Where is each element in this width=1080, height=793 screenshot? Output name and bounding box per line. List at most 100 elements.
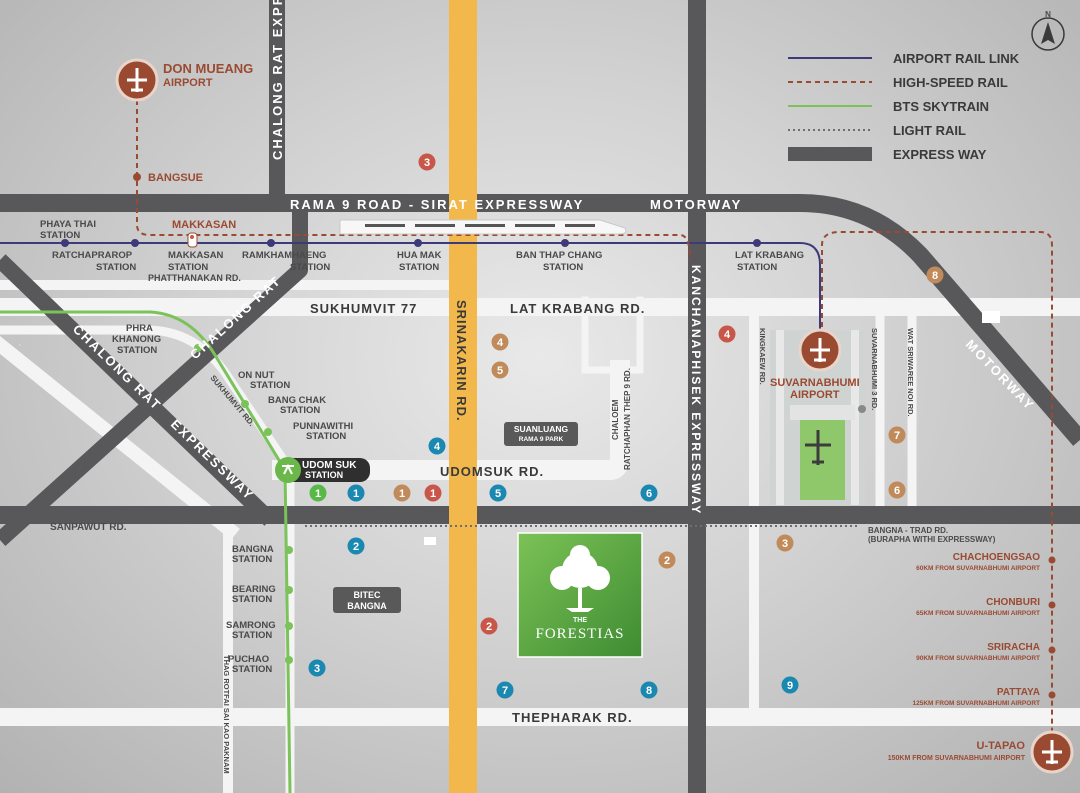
suvarnabhumi-sub-label: AIRPORT xyxy=(790,389,840,401)
motorway-label: MOTORWAY xyxy=(650,197,742,212)
poi-marker-number: 7 xyxy=(894,430,900,442)
hua-mak-station-word: STATION xyxy=(399,262,439,273)
on-nut-label: ON NUT xyxy=(238,370,275,381)
bangsue-label: BANGSUE xyxy=(148,172,203,184)
poi-marker-number: 1 xyxy=(399,488,405,500)
suvarnabhumi3-label: SUVARNABHUMI 3 RD. xyxy=(870,328,879,410)
destination-name: SRIRACHA xyxy=(987,642,1040,653)
poi-marker-number: 2 xyxy=(353,541,359,553)
rama9-label: RAMA 9 ROAD - SIRAT EXPRESSWAY xyxy=(290,197,584,212)
poi-marker[interactable] xyxy=(480,617,498,635)
poi-marker[interactable] xyxy=(718,325,736,343)
bearing-label: BEARING xyxy=(232,584,276,595)
destination-distance: 125KM FROM SUVARNABHUMI AIRPORT xyxy=(913,700,1041,707)
legend-label: BTS SKYTRAIN xyxy=(893,99,989,114)
rail-stations xyxy=(61,173,866,664)
don-mueang-airport: DON MUEANG AIRPORT xyxy=(115,58,253,102)
bitec-bangna: BITEC BANGNA xyxy=(333,587,401,613)
the-forestias-block: THE FORESTIAS xyxy=(517,532,643,658)
poi-marker[interactable] xyxy=(658,551,676,569)
hua-mak-label: HUA MAK xyxy=(397,250,442,261)
poi-marker-number: 3 xyxy=(314,663,320,675)
poi-marker[interactable] xyxy=(489,484,507,502)
makkasan-hs-label: MAKKASAN xyxy=(172,219,236,231)
punnawithi-station-word: STATION xyxy=(306,431,346,442)
poi-marker[interactable] xyxy=(418,153,436,171)
tree-icon xyxy=(550,545,610,612)
phra-khanong-label-1: PHRA xyxy=(126,323,153,334)
poi-marker[interactable] xyxy=(888,426,906,444)
udomsuk-label: UDOMSUK RD. xyxy=(440,464,544,479)
ban-thap-chang-label: BAN THAP CHANG xyxy=(516,250,602,261)
thepharak-label: THEPHARAK RD. xyxy=(512,710,633,725)
ban-thap-chang-station-word: STATION xyxy=(543,262,583,273)
puchao-label: PUCHAO xyxy=(228,654,269,665)
poi-marker[interactable] xyxy=(424,484,442,502)
airplane-icon xyxy=(1042,740,1062,764)
destination-distance: 60KM FROM SUVARNABHUMI AIRPORT xyxy=(916,565,1040,572)
poi-marker[interactable] xyxy=(496,681,514,699)
poi-marker[interactable] xyxy=(347,484,365,502)
sukhumvit77-label: SUKHUMVIT 77 xyxy=(310,301,417,316)
poi-marker[interactable] xyxy=(491,361,509,379)
legend-label: LIGHT RAIL xyxy=(893,123,966,138)
poi-marker[interactable] xyxy=(640,484,658,502)
kingkaew-label: KINGKAEW RD. xyxy=(758,328,767,385)
high-speed-rail xyxy=(136,100,1053,745)
poi-marker-number: 2 xyxy=(486,621,492,633)
poi-marker[interactable] xyxy=(926,266,944,284)
poi-marker-number: 8 xyxy=(646,685,652,697)
sanpawut-label: SANPAWUT RD. xyxy=(50,522,127,533)
destination-dot xyxy=(1048,646,1056,654)
airport-rail-link-line xyxy=(0,242,821,345)
poi-marker-number: 7 xyxy=(502,685,508,697)
loop-road xyxy=(581,296,644,374)
poi-marker-number: 4 xyxy=(497,337,504,349)
building-icon xyxy=(982,311,1000,323)
destination-dot xyxy=(1048,691,1056,699)
compass-north-label: N xyxy=(1045,10,1051,19)
poi-marker[interactable] xyxy=(491,333,509,351)
udomsuk-road xyxy=(272,360,630,480)
poi-marker[interactable] xyxy=(640,681,658,699)
poi-marker-number: 1 xyxy=(353,488,359,500)
poi-marker[interactable] xyxy=(776,534,794,552)
u-tapao-sub-label: 150KM FROM SUVARNABHUMI AIRPORT xyxy=(888,755,1026,762)
rama9-motorway xyxy=(0,194,1080,446)
u-tapao-airport: U-TAPAO 150KM FROM SUVARNABHUMI AIRPORT xyxy=(888,730,1074,774)
poi-marker-number: 6 xyxy=(894,485,900,497)
poi-marker[interactable] xyxy=(347,537,365,555)
destinations: CHACHOENGSAO 60KM FROM SUVARNABHUMI AIRPO… xyxy=(913,552,1056,707)
suanluang-label: SUANLUANG xyxy=(514,424,569,434)
destination-distance: 65KM FROM SUVARNABHUMI AIRPORT xyxy=(916,610,1040,617)
destination-name: PATTAYA xyxy=(997,687,1040,698)
runway-plane-icon xyxy=(805,430,831,465)
rama9-park-label: RAMA 9 PARK xyxy=(519,436,564,443)
destination-name: CHACHOENGSAO xyxy=(953,552,1040,563)
destination-distance: 90KM FROM SUVARNABHUMI AIRPORT xyxy=(916,655,1040,662)
hs-rail-west xyxy=(136,100,691,261)
poi-marker[interactable] xyxy=(888,481,906,499)
srinakarin-label: SRINAKARIN RD. xyxy=(454,300,469,422)
poi-marker-number: 5 xyxy=(497,365,503,377)
phaya-thai-label: PHAYA THAI xyxy=(40,219,96,230)
burapha-label: (BURAPHA WITHI EXPRESSWAY) xyxy=(868,535,996,544)
chalong-rat-diagonal xyxy=(0,200,308,546)
suvarnabhumi-label: SUVARNABHUMI xyxy=(770,377,860,389)
don-mueang-sub-label: AIRPORT xyxy=(163,77,213,89)
lat-krabang-station-label: LAT KRABANG xyxy=(735,250,804,261)
lat-krabang-label: LAT KRABANG RD. xyxy=(510,301,645,316)
kanchanaphisek-label: KANCHANAPHISEK EXPRESSWAY xyxy=(689,265,703,515)
samrong-station-word: STATION xyxy=(232,630,272,641)
poi-marker[interactable] xyxy=(428,437,446,455)
poi-marker-number: 4 xyxy=(724,329,731,341)
poi-marker[interactable] xyxy=(309,484,327,502)
poi-marker[interactable] xyxy=(781,676,799,694)
poi-marker-number: 4 xyxy=(434,441,441,453)
poi-marker[interactable] xyxy=(308,659,326,677)
makkasan-station-word: STATION xyxy=(168,262,208,273)
poi-marker[interactable] xyxy=(393,484,411,502)
thang-rotfai-label: THAG ROTFAI SAI KAO PAKNAM xyxy=(222,655,231,774)
